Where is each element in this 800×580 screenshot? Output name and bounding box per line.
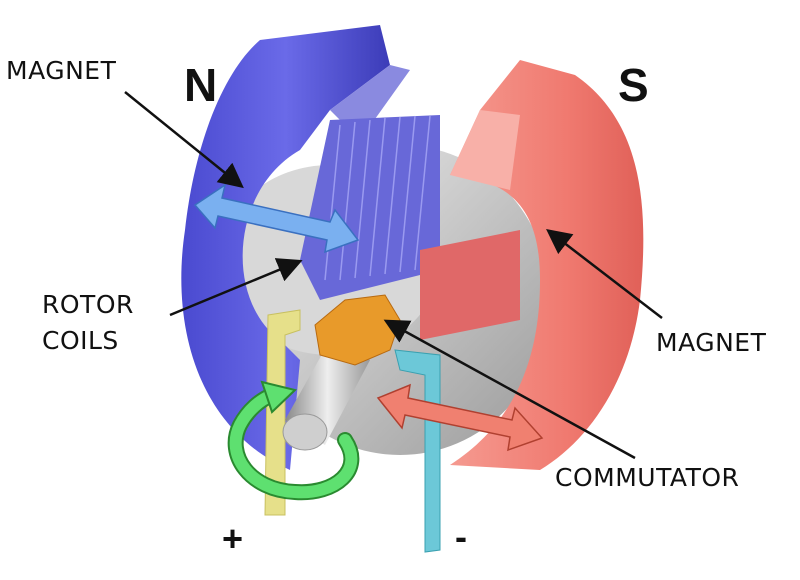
label-rotor: ROTOR [42,290,134,319]
label-south-pole: S [618,59,649,111]
positive-brush [264,309,301,516]
pointer-magnet-right [546,228,663,319]
negative-brush [394,349,441,553]
pointer-magnet-left [124,91,244,189]
south-magnet-face [450,110,520,190]
north-magnet [181,25,390,470]
label-coils: COILS [42,326,119,355]
shaft [282,340,370,451]
label-commutator: COMMUTATOR [555,463,740,492]
rotation-arrow-icon [227,380,360,501]
label-magnet-left: MAGNET [6,56,117,85]
label-north-pole: N [184,59,218,111]
label-positive: + [222,518,244,559]
pointer-commutator [383,319,636,460]
label-magnet-right: MAGNET [656,328,767,357]
pointer-rotor-coils [169,258,303,317]
magnetic-field-arrow-south [376,383,544,452]
label-negative: - [455,516,467,557]
magnetic-field-arrow-north [193,183,360,254]
rotor-coils [300,115,520,340]
